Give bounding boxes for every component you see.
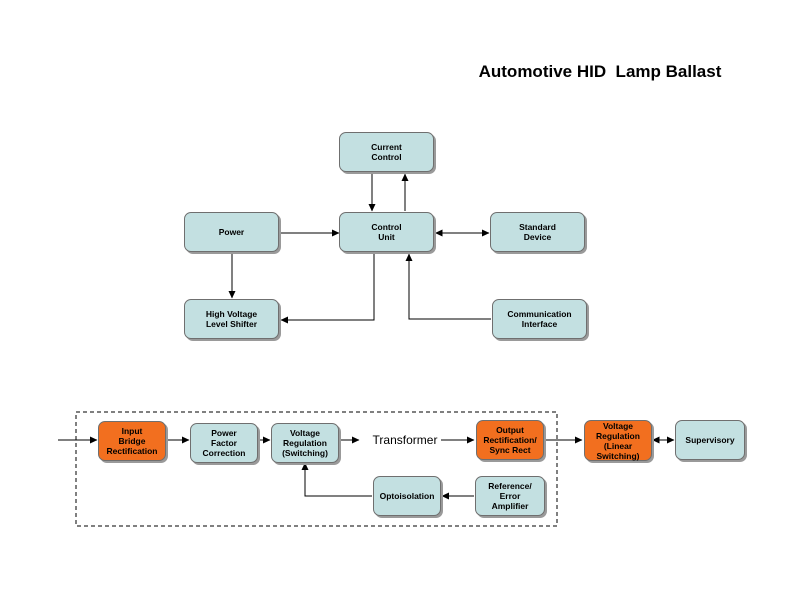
- optoisolation-box: Optoisolation: [373, 476, 441, 516]
- box-label-line: High Voltage: [205, 309, 258, 319]
- box-label-line: Reference/: [488, 481, 532, 491]
- box-label-line: Interface: [521, 319, 558, 329]
- transformer-label: Transformer: [372, 433, 438, 447]
- box-label-line: Error: [499, 491, 521, 501]
- box-label-line: Power: [211, 428, 237, 438]
- box-label-line: Level Shifter: [205, 319, 258, 329]
- box-label-line: Device: [523, 232, 552, 242]
- box-label-line: Sync Rect: [489, 445, 531, 455]
- box-label-line: Control: [371, 222, 402, 232]
- box-label-line: Bridge: [118, 436, 146, 446]
- box-label-line: (Switching): [282, 448, 328, 458]
- box-label-line: Correction: [202, 448, 246, 458]
- box-label-line: Amplifier: [491, 501, 529, 511]
- box-label-line: Factor: [211, 438, 237, 448]
- arrow-opto-to-vreg: [301, 462, 372, 497]
- arrow-control-to-shifter: [280, 253, 375, 324]
- box-label-line: Regulation: [596, 430, 640, 441]
- box-label-line: Communication: [507, 309, 572, 319]
- box-label-line: Switching): [596, 450, 640, 461]
- arrow-comm-to-control: [405, 253, 491, 320]
- supervisory-box: Supervisory: [675, 420, 745, 460]
- box-label-line: Rectification: [106, 446, 158, 456]
- box-label-line: Power: [218, 227, 245, 237]
- box-label-line: Unit: [378, 232, 395, 242]
- box-label-line: Current: [371, 142, 402, 152]
- box-label-line: Input: [121, 426, 143, 436]
- diagram-title: Automotive HID Lamp Ballast: [478, 62, 722, 81]
- box-label-line: Optoisolation: [379, 491, 435, 501]
- box-label-line: (Linear: [603, 440, 633, 451]
- dashed-boundary: [75, 411, 558, 527]
- box-label-line: Standard: [519, 222, 556, 232]
- box-label-line: Voltage: [289, 428, 321, 438]
- power-box: Power: [184, 212, 279, 252]
- box-label-line: Rectification/: [483, 435, 537, 445]
- box-label-line: Output: [496, 425, 524, 435]
- box-label-line: Voltage: [602, 420, 634, 431]
- box-label-line: Supervisory: [685, 435, 735, 445]
- box-label-line: Regulation: [283, 438, 327, 448]
- box-label-line: Control: [371, 152, 402, 162]
